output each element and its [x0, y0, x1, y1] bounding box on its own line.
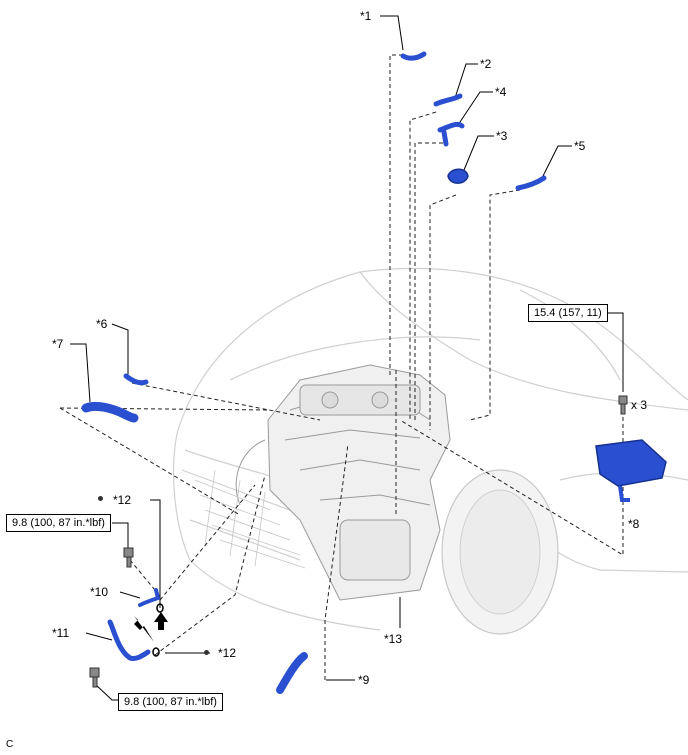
bolts [89, 395, 628, 688]
footer-code: C [6, 739, 14, 750]
part-7-hose [81, 401, 139, 423]
solid-leaders [70, 15, 637, 701]
callout-9: *9 [358, 673, 370, 687]
bullet-dot-lower [204, 650, 209, 655]
callout-5: *5 [574, 139, 586, 153]
grille-ghost [194, 469, 306, 569]
part-6-hose [123, 373, 149, 386]
part-10-hose [138, 588, 161, 607]
engine-ghost [235, 364, 451, 601]
callout-6: *6 [96, 317, 108, 331]
torque-bracket-box: 15.4 (157, 11) [528, 304, 608, 322]
callout-7: *7 [52, 337, 64, 351]
up-arrow-icon [154, 612, 168, 630]
callout-4: *4 [495, 85, 507, 99]
o-rings [152, 603, 164, 657]
direction-arrows [134, 612, 168, 642]
callout-13: *13 [384, 632, 403, 646]
torque-lower-bolt-box: 9.8 (100, 87 in.*lbf) [118, 693, 223, 711]
part-4-hose [437, 121, 465, 147]
lower-bolt-icon [89, 667, 100, 678]
blue-parts [81, 51, 667, 694]
part-8-bracket [595, 439, 667, 487]
torque-upper-bolt-box: 9.8 (100, 87 in.*lbf) [6, 514, 111, 532]
callout-10: *10 [90, 585, 109, 599]
callout-12-lower: *12 [218, 646, 237, 660]
wheel-ghost [441, 469, 559, 635]
callout-8: *8 [628, 517, 640, 531]
callout-11: *11 [52, 626, 70, 640]
o-ring-lower [152, 647, 160, 657]
part-5-hose [515, 175, 547, 191]
callout-2: *2 [480, 57, 492, 71]
o-ring-upper [156, 603, 164, 613]
callout-3: *3 [496, 129, 508, 143]
callout-12-upper: *12 [113, 493, 132, 507]
part-11-hose [107, 619, 151, 661]
diagonal-arrow-icon [134, 616, 154, 642]
vehicle-ghost [172, 267, 688, 631]
callout-1: *1 [360, 9, 372, 23]
part-3-hose [447, 168, 469, 184]
quantity-label: x 3 [631, 398, 648, 412]
upper-bolt-icon [123, 547, 134, 558]
part-2-hose [433, 93, 463, 107]
part-9-hose [276, 652, 308, 694]
bullet-dot-upper [98, 496, 103, 501]
part-1-hose [400, 51, 427, 61]
bracket-bolt-icon [618, 395, 628, 405]
